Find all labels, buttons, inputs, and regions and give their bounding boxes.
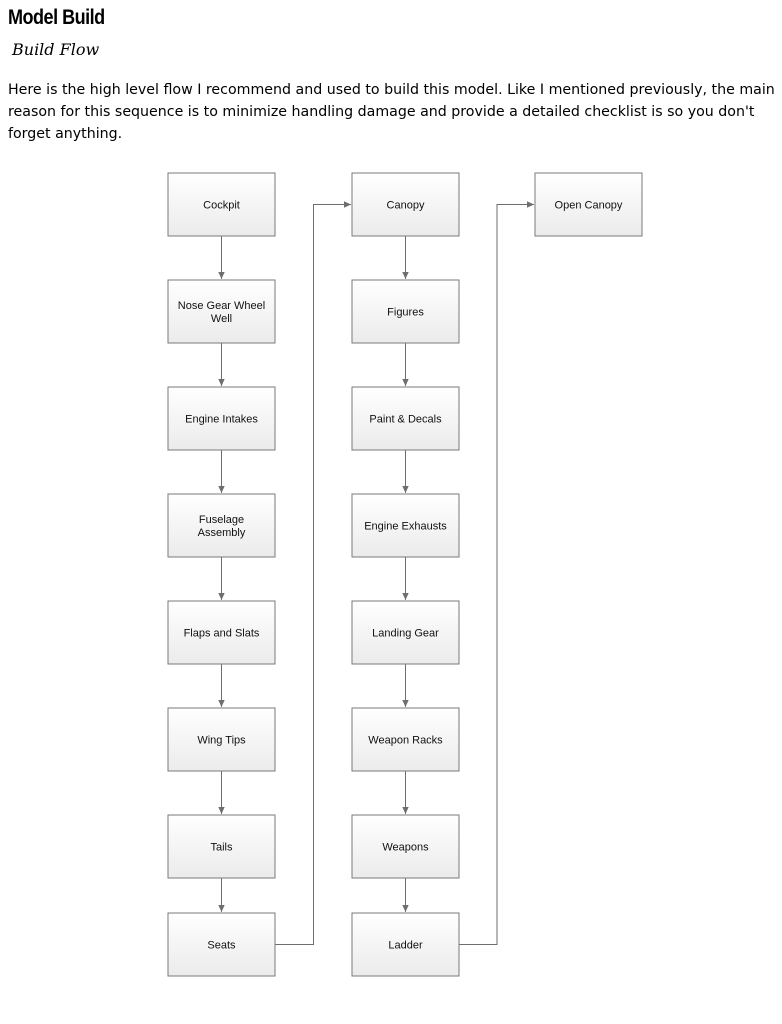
- step-flaps-and-slats: Flaps and Slats: [167, 600, 276, 665]
- step-weapons: Weapons: [351, 814, 460, 879]
- step-box: [534, 172, 643, 237]
- step-label: Well: [211, 313, 232, 325]
- step-label: Figures: [387, 307, 424, 319]
- step-ladder: Ladder: [351, 912, 460, 977]
- step-label: Landing Gear: [372, 628, 439, 640]
- step-label: Open Canopy: [555, 200, 623, 212]
- step-box: [167, 814, 276, 879]
- step-cockpit: Cockpit: [167, 172, 276, 237]
- step-open-canopy: Open Canopy: [534, 172, 643, 237]
- step-box: [167, 386, 276, 451]
- step-label: Engine Intakes: [185, 414, 258, 426]
- step-box: [167, 912, 276, 977]
- flow-connector-to-next-column: [459, 201, 534, 945]
- step-label: Nose Gear Wheel: [178, 300, 265, 312]
- step-label: Flaps and Slats: [184, 628, 260, 640]
- intro-paragraph: Here is the high level flow I recommend …: [8, 82, 775, 142]
- step-box: [351, 814, 460, 879]
- step-label: Seats: [207, 940, 236, 952]
- step-weapon-racks: Weapon Racks: [351, 707, 460, 772]
- step-label: Engine Exhausts: [364, 521, 447, 533]
- step-engine-intakes: Engine Intakes: [167, 386, 276, 451]
- step-box: [167, 279, 276, 344]
- flow-connector-to-next-column: [275, 201, 351, 945]
- step-box: [167, 600, 276, 665]
- step-wing-tips: Wing Tips: [167, 707, 276, 772]
- step-label: Tails: [210, 842, 233, 854]
- step-label: Assembly: [198, 527, 246, 539]
- step-box: [351, 707, 460, 772]
- step-seats: Seats: [167, 912, 276, 977]
- step-label: Cockpit: [203, 200, 240, 212]
- step-box: [351, 493, 460, 558]
- step-engine-exhausts: Engine Exhausts: [351, 493, 460, 558]
- step-box: [351, 912, 460, 977]
- step-canopy: Canopy: [351, 172, 460, 237]
- step-box: [167, 707, 276, 772]
- step-tails: Tails: [167, 814, 276, 879]
- step-label: Paint & Decals: [369, 414, 442, 426]
- step-box: [351, 279, 460, 344]
- step-label: Canopy: [387, 200, 425, 212]
- step-paint-decals: Paint & Decals: [351, 386, 460, 451]
- step-box: [351, 172, 460, 237]
- step-box: [351, 600, 460, 665]
- step-label: Weapons: [382, 842, 429, 854]
- step-label: Weapon Racks: [368, 735, 443, 747]
- step-box: [167, 493, 276, 558]
- step-landing-gear: Landing Gear: [351, 600, 460, 665]
- step-label: Wing Tips: [197, 735, 246, 747]
- page-subtitle: Build Flow: [12, 40, 100, 59]
- step-box: [167, 172, 276, 237]
- step-figures: Figures: [351, 279, 460, 344]
- step-label: Fuselage: [199, 514, 244, 526]
- step-label: Ladder: [388, 940, 423, 952]
- page-title: Model Build: [8, 6, 105, 29]
- step-box: [351, 386, 460, 451]
